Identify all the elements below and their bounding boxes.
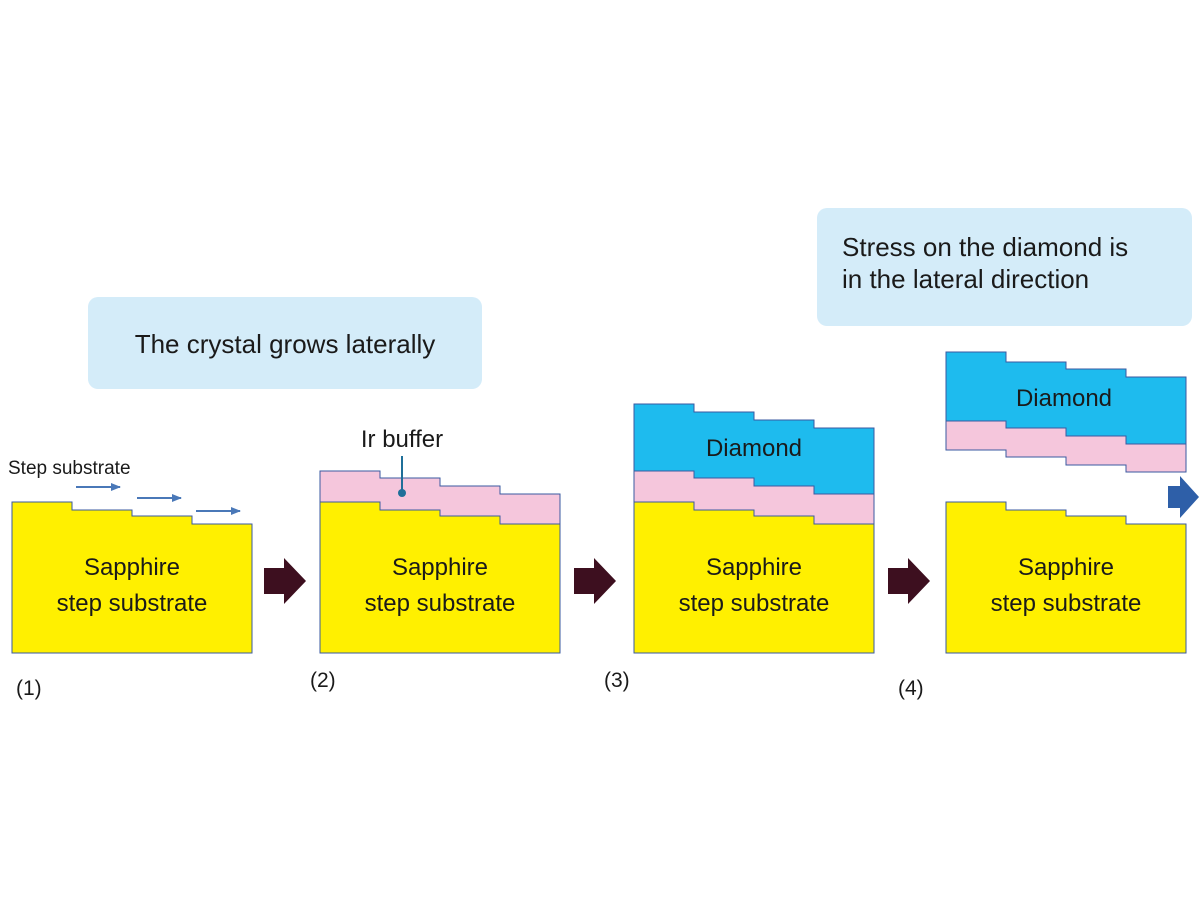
diamond-label: Diamond xyxy=(1016,385,1112,412)
step-number: (4) xyxy=(898,677,924,700)
lateral-stress-arrow xyxy=(1168,476,1199,518)
sapphire-label-line1: Sapphire xyxy=(84,554,180,581)
sapphire-substrate xyxy=(633,501,875,654)
process-arrow xyxy=(574,558,616,604)
callout-box-stress xyxy=(817,208,1192,326)
sapphire-label-line2: step substrate xyxy=(365,590,516,617)
sapphire-label-line2: step substrate xyxy=(991,590,1142,617)
diamond-label: Diamond xyxy=(706,435,802,462)
step-number: (1) xyxy=(16,677,42,700)
sapphire-label-line2: step substrate xyxy=(57,590,208,617)
callout-stress-line1: Stress on the diamond is xyxy=(842,232,1128,262)
panel-4: Diamond Sapphire step substrate (4) xyxy=(898,351,1199,700)
panel-1: Sapphire step substrate Step substrate (… xyxy=(8,458,253,700)
step-number: (2) xyxy=(310,669,336,692)
callout-lateral-growth: The crystal grows laterally xyxy=(135,329,436,359)
callout-box-lateral-growth xyxy=(88,297,482,389)
sapphire-label-line1: Sapphire xyxy=(392,554,488,581)
ir-buffer-leader-dot xyxy=(398,489,406,497)
step-substrate-label: Step substrate xyxy=(8,458,131,479)
panel-2: Sapphire step substrate Ir buffer (2) xyxy=(310,426,561,692)
panel-3: Diamond Sapphire step substrate (3) xyxy=(604,403,875,692)
sapphire-substrate xyxy=(945,501,1187,654)
process-arrow xyxy=(264,558,306,604)
ir-buffer-label: Ir buffer xyxy=(361,426,443,453)
callout-stress-line2: in the lateral direction xyxy=(842,264,1089,294)
sapphire-substrate xyxy=(319,501,561,654)
sapphire-label-line2: step substrate xyxy=(679,590,830,617)
sapphire-substrate xyxy=(11,501,253,654)
process-arrow xyxy=(888,558,930,604)
ir-buffer-layer xyxy=(945,420,1187,473)
step-number: (3) xyxy=(604,669,630,692)
sapphire-label-line1: Sapphire xyxy=(1018,554,1114,581)
sapphire-label-line1: Sapphire xyxy=(706,554,802,581)
